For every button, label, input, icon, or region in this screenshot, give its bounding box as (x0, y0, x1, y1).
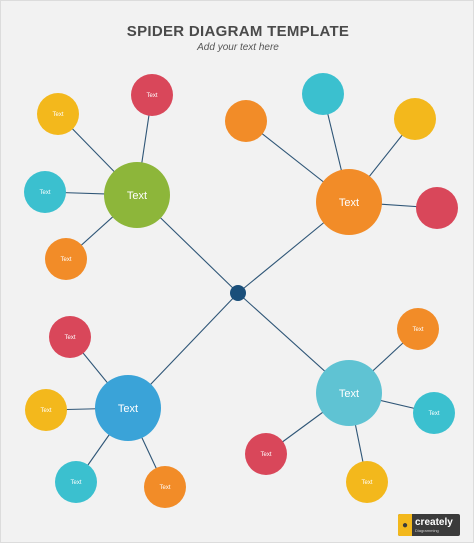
satellite-node-bottom-right-0-circle[interactable] (397, 308, 439, 350)
satellite-node-top-right-1-circle[interactable] (302, 73, 344, 115)
satellite-node-bottom-left-0-label: Text (64, 335, 75, 341)
satellite-node-bottom-right-0-label: Text (412, 327, 423, 333)
satellite-node-top-right-3[interactable] (416, 187, 458, 229)
satellite-node-bottom-right-2-label: Text (361, 480, 372, 486)
satellite-node-top-right-1[interactable] (302, 73, 344, 115)
satellite-node-top-left-1-circle[interactable] (131, 74, 173, 116)
satellite-node-top-right-0-circle[interactable] (225, 100, 267, 142)
satellite-node-top-right-2[interactable] (394, 98, 436, 140)
satellite-node-bottom-left-1-circle[interactable] (25, 389, 67, 431)
satellite-node-bottom-left-2-circle[interactable] (55, 461, 97, 503)
diagram-nodes: TextTextTextTextTextTextTextTextTextText… (24, 73, 458, 508)
satellite-node-bottom-right-1[interactable]: Text (413, 392, 455, 434)
satellite-node-bottom-left-0[interactable]: Text (49, 316, 91, 358)
satellite-node-top-left-2[interactable]: Text (24, 171, 66, 213)
satellite-node-bottom-left-3-label: Text (159, 485, 170, 491)
satellite-node-top-left-0-label: Text (52, 112, 63, 118)
logo-tagline: Diagramming (415, 527, 439, 533)
satellite-node-bottom-right-0[interactable]: Text (397, 308, 439, 350)
hub-node-top-left-label: Text (127, 190, 147, 202)
satellite-node-bottom-left-0-circle[interactable] (49, 316, 91, 358)
hub-node-top-right-circle[interactable] (316, 169, 382, 235)
hub-node-bottom-left[interactable]: Text (95, 375, 161, 441)
satellite-node-bottom-left-2[interactable]: Text (55, 461, 97, 503)
satellite-node-bottom-right-1-label: Text (428, 411, 439, 417)
hub-node-top-left-circle[interactable] (104, 162, 170, 228)
satellite-node-bottom-left-3[interactable]: Text (144, 466, 186, 508)
satellite-node-bottom-left-1-label: Text (40, 408, 51, 414)
creately-logo: ● creately Diagramming (398, 514, 460, 536)
satellite-node-top-left-2-label: Text (39, 190, 50, 196)
satellite-node-bottom-right-3-circle[interactable] (245, 433, 287, 475)
satellite-node-bottom-right-2-circle[interactable] (346, 461, 388, 503)
satellite-node-top-left-3-label: Text (60, 257, 71, 263)
satellite-node-top-left-0-circle[interactable] (37, 93, 79, 135)
center-node[interactable] (230, 285, 246, 301)
satellite-node-top-left-2-circle[interactable] (24, 171, 66, 213)
satellite-node-bottom-left-2-label: Text (70, 480, 81, 486)
satellite-node-bottom-right-1-circle[interactable] (413, 392, 455, 434)
hub-node-bottom-left-label: Text (118, 403, 138, 415)
satellite-node-top-right-3-circle[interactable] (416, 187, 458, 229)
satellite-node-top-left-1-label: Text (146, 93, 157, 99)
hub-node-top-right-label: Text (339, 197, 359, 209)
hub-node-bottom-right-label: Text (339, 388, 359, 400)
satellite-node-bottom-right-3-label: Text (260, 452, 271, 458)
page-title: SPIDER DIAGRAM TEMPLATE (126, 23, 350, 40)
hub-node-bottom-right[interactable]: Text (316, 360, 382, 426)
satellite-node-bottom-right-3[interactable]: Text (245, 433, 287, 475)
satellite-node-top-right-2-circle[interactable] (394, 98, 436, 140)
hub-node-top-right[interactable]: Text (316, 169, 382, 235)
satellite-node-top-left-0[interactable]: Text (37, 93, 79, 135)
hub-node-bottom-left-circle[interactable] (95, 375, 161, 441)
logo-name: creately (415, 516, 453, 528)
hub-node-top-left[interactable]: Text (104, 162, 170, 228)
satellite-node-top-left-1[interactable]: Text (131, 74, 173, 116)
satellite-node-bottom-left-3-circle[interactable] (144, 466, 186, 508)
satellite-node-top-left-3-circle[interactable] (45, 238, 87, 280)
satellite-node-top-right-0[interactable] (225, 100, 267, 142)
satellite-node-top-left-3[interactable]: Text (45, 238, 87, 280)
satellite-node-bottom-right-2[interactable]: Text (346, 461, 388, 503)
lightbulb-icon: ● (398, 514, 412, 536)
page-subtitle: Add your text here (197, 42, 279, 53)
satellite-node-bottom-left-1[interactable]: Text (25, 389, 67, 431)
hub-node-bottom-right-circle[interactable] (316, 360, 382, 426)
